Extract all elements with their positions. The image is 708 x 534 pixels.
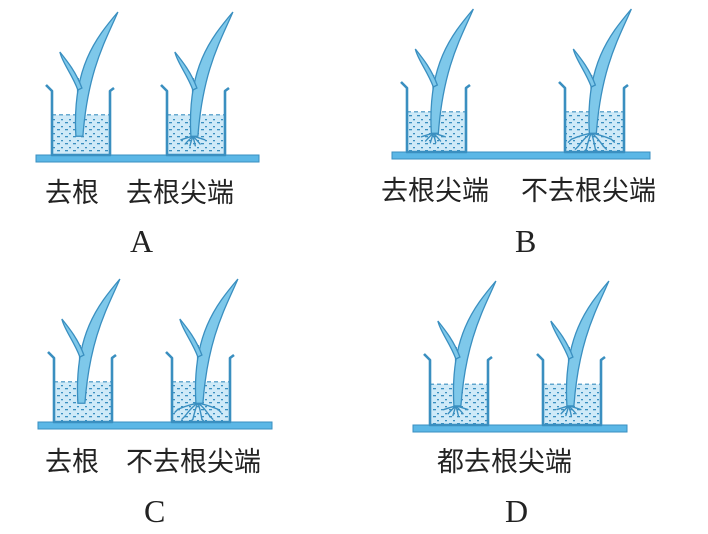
seedling-icon (437, 280, 497, 407)
leaf-short (572, 48, 597, 88)
seedling-icon (572, 8, 632, 134)
beaker-icon (160, 84, 230, 157)
root-tip (209, 415, 214, 420)
caption-a-left: 去根 (45, 178, 99, 209)
beaker-c-left (47, 278, 121, 424)
beaker-d-right (536, 280, 610, 427)
root-tip (567, 138, 573, 143)
label-d: D (505, 493, 528, 529)
shelf-b (391, 151, 651, 160)
beaker-icon (165, 351, 235, 424)
label-c: C (144, 493, 165, 529)
caption-a-right: 去根尖端 (126, 178, 234, 209)
caption-d: 都去根尖端 (437, 447, 572, 478)
seedling-icon (61, 278, 121, 404)
root-tip (181, 415, 186, 420)
beaker-d-left (423, 280, 497, 427)
leaf-short (437, 320, 461, 360)
panel-b: 去根尖端 不去根尖端 B (381, 8, 656, 259)
beaker-c-right (165, 278, 239, 424)
beaker-icon (423, 353, 493, 427)
root-tip (174, 408, 179, 413)
seedling-icon (550, 280, 610, 407)
root-tip (610, 138, 616, 143)
root-tip (217, 408, 222, 413)
beaker-icon (47, 351, 117, 424)
beaker-a-right (160, 11, 234, 157)
shelf-a (35, 154, 260, 163)
leaf-short (550, 320, 574, 360)
leaf-short (414, 48, 439, 88)
caption-b-left: 去根尖端 (381, 176, 489, 207)
caption-c-right: 不去根尖端 (126, 447, 261, 478)
seedling-icon (414, 8, 474, 134)
root-tip (574, 145, 580, 150)
beaker-icon (536, 353, 606, 427)
beaker-b-right (558, 8, 632, 154)
label-b: B (515, 223, 536, 259)
caption-c-left: 去根 (45, 447, 99, 478)
seedling-icon (59, 11, 119, 137)
shelf-c (37, 421, 273, 430)
root-tip (602, 145, 608, 150)
leaf-short (174, 51, 198, 91)
label-a: A (130, 223, 153, 259)
beaker-icon (558, 81, 629, 154)
leaf-short (59, 51, 83, 91)
leaf-short (61, 318, 85, 358)
panel-c: 去根 不去根尖端 C (37, 278, 273, 529)
leaf-short (179, 318, 203, 358)
beaker-b-left (400, 8, 474, 154)
beaker-icon (400, 81, 471, 154)
beaker-a-left (45, 11, 119, 157)
beaker-icon (45, 84, 115, 157)
shelf-d (412, 424, 628, 433)
seedling-icon (179, 278, 239, 404)
seedling-icon (174, 11, 234, 137)
caption-b-right: 不去根尖端 (521, 176, 656, 207)
panel-a: 去根 去根尖端 A (35, 11, 260, 259)
panel-d: 都去根尖端 D (412, 280, 628, 529)
